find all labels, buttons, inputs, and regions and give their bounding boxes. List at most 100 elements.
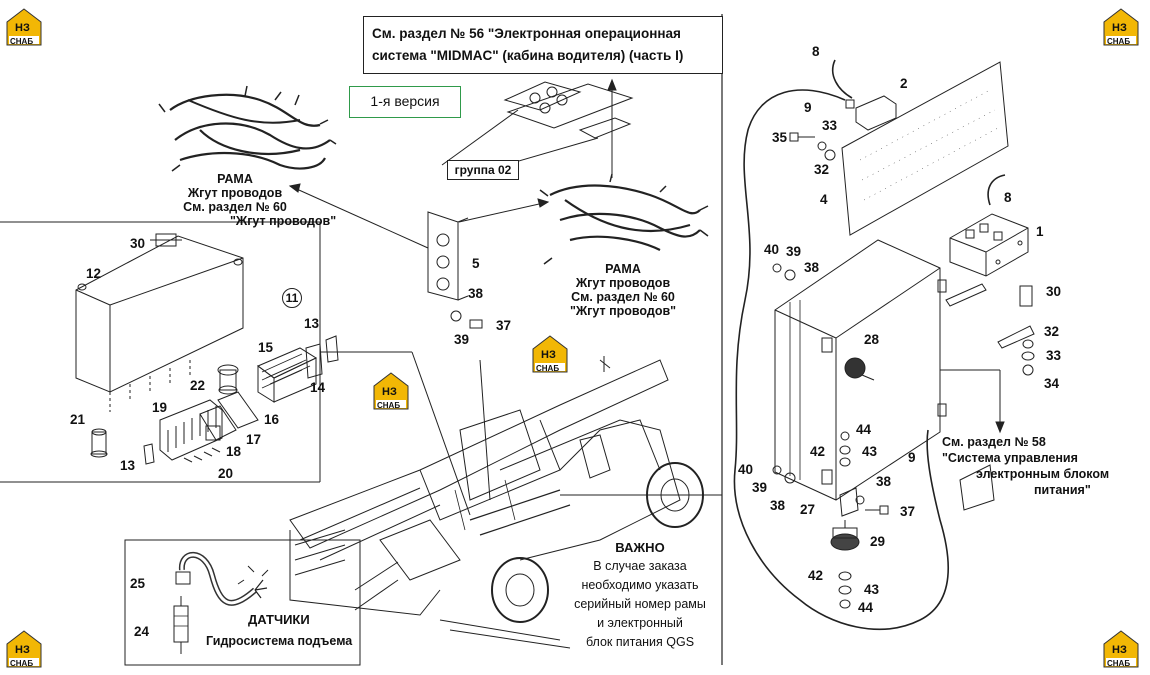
harness-top-line-2: Жгут проводов	[187, 186, 283, 200]
callout-33: 33	[1046, 348, 1062, 363]
callout-9: 9	[804, 100, 812, 115]
harness-mid-line-3: См. раздел № 60	[571, 290, 675, 304]
callout-27: 27	[800, 502, 816, 517]
callout-34: 34	[1044, 376, 1060, 391]
sensors-title: ДАТЧИКИ	[248, 612, 310, 627]
callout-44: 44	[856, 422, 872, 437]
callout-29: 29	[870, 534, 886, 549]
harness-mid-line-2: Жгут проводов	[575, 276, 671, 290]
important-line-5: блок питания QGS	[585, 635, 695, 649]
logo-text-top: НЗ	[1112, 644, 1127, 656]
callout-20: 20	[218, 466, 234, 481]
harness-label-mid: РАМА Жгут проводов См. раздел № 60 "Жгут…	[558, 262, 688, 318]
logo-text-bottom: СНАБ	[1107, 37, 1131, 46]
callout-42: 42	[808, 568, 824, 583]
callout-40: 40	[738, 462, 754, 477]
house-logo-icon	[532, 335, 568, 373]
harness-label-top: РАМА Жгут проводов См. раздел № 60 "Жгут…	[170, 172, 337, 228]
control-ref-line-2: "Система управления	[942, 451, 1078, 465]
callout-35: 35	[772, 130, 788, 145]
house-logo-icon	[6, 630, 42, 668]
callout-30: 30	[130, 236, 146, 251]
house-logo-icon	[1103, 630, 1139, 668]
callout-38: 38	[804, 260, 820, 275]
callout-40: 40	[764, 242, 780, 257]
harness-top-line-4: "Жгут проводов"	[230, 214, 337, 228]
harness-mid-line-1: РАМА	[605, 262, 641, 276]
brand-logo-bottom-right	[1103, 630, 1139, 668]
important-line-1: В случае заказа	[593, 559, 687, 573]
group-label-box: группа 02	[447, 160, 519, 180]
version-label: 1-я версия	[370, 93, 440, 109]
logo-text-bottom: СНАБ	[536, 364, 560, 373]
callout-25: 25	[130, 576, 146, 591]
callout-37: 37	[496, 318, 512, 333]
callout-39: 39	[786, 244, 802, 259]
important-line-4: и электронный	[597, 616, 683, 630]
callout-11: 11	[282, 288, 302, 308]
callout-24: 24	[134, 624, 150, 639]
callout-12: 12	[86, 266, 102, 281]
logo-text-bottom: СНАБ	[1107, 659, 1131, 668]
version-label-box: 1-я версия	[349, 86, 461, 118]
group-label: группа 02	[454, 163, 512, 177]
logo-text-bottom: СНАБ	[377, 401, 401, 410]
callout-13: 13	[120, 458, 136, 473]
callout-21: 21	[70, 412, 86, 427]
logo-text-top: НЗ	[15, 644, 30, 656]
control-system-reference: См. раздел № 58 "Система управления элек…	[942, 434, 1110, 498]
callout-43: 43	[862, 444, 878, 459]
callout-4: 4	[820, 192, 828, 207]
logo-text-bottom: СНАБ	[10, 659, 34, 668]
callout-5: 5	[472, 256, 480, 271]
sensors-subtitle: Гидросистема подъема	[206, 634, 353, 648]
callout-16: 16	[264, 412, 280, 427]
callout-8: 8	[1004, 190, 1012, 205]
important-line-3: серийный номер рамы	[574, 597, 706, 611]
callout-2: 2	[900, 76, 908, 91]
house-logo-icon	[1103, 8, 1139, 46]
callout-38: 38	[876, 474, 892, 489]
callout-9: 9	[908, 450, 916, 465]
logo-text-top: НЗ	[382, 386, 397, 398]
callout-38: 38	[770, 498, 786, 513]
logo-text-bottom: СНАБ	[10, 37, 34, 46]
important-title: ВАЖНО	[615, 540, 665, 555]
callout-18: 18	[226, 444, 242, 459]
reference-line-2: система "MIDMAC" (кабина водителя) (част…	[372, 48, 684, 63]
reference-line-1: См. раздел № 56 "Электронная операционна…	[372, 26, 681, 41]
logo-text-top: НЗ	[1112, 22, 1127, 34]
brand-logo-bottom-left	[6, 630, 42, 668]
control-ref-line-4: питания"	[1034, 483, 1091, 497]
callout-39: 39	[454, 332, 470, 347]
brand-logo-top-left	[6, 8, 42, 46]
logo-text-top: НЗ	[541, 349, 556, 361]
harness-top-line-1: РАМА	[217, 172, 253, 186]
important-note: ВАЖНО В случае заказа необходимо указать…	[570, 538, 710, 652]
callout-22: 22	[190, 378, 206, 393]
brand-logo-mid-center	[532, 335, 568, 373]
callout-30: 30	[1046, 284, 1062, 299]
callout-37: 37	[900, 504, 916, 519]
brand-logo-top-right	[1103, 8, 1139, 46]
control-ref-line-1: См. раздел № 58	[942, 435, 1046, 449]
harness-mid-line-4: "Жгут проводов"	[569, 304, 677, 318]
section-reference-box: См. раздел № 56 "Электронная операционна…	[363, 16, 723, 74]
harness-top-line-3: См. раздел № 60	[183, 200, 287, 214]
control-ref-line-3: электронным блоком	[976, 467, 1110, 481]
callout-19: 19	[152, 400, 168, 415]
callout-32: 32	[814, 162, 830, 177]
callout-44: 44	[858, 600, 874, 615]
callout-38: 38	[468, 286, 484, 301]
callout-39: 39	[752, 480, 768, 495]
house-logo-icon	[373, 372, 409, 410]
callout-33: 33	[822, 118, 838, 133]
callout-8: 8	[812, 44, 820, 59]
house-logo-icon	[6, 8, 42, 46]
callout-17: 17	[246, 432, 262, 447]
callout-15: 15	[258, 340, 274, 355]
callout-43: 43	[864, 582, 880, 597]
callout-42: 42	[810, 444, 826, 459]
brand-logo-mid-left	[373, 372, 409, 410]
important-line-2: необходимо указать	[581, 578, 699, 592]
